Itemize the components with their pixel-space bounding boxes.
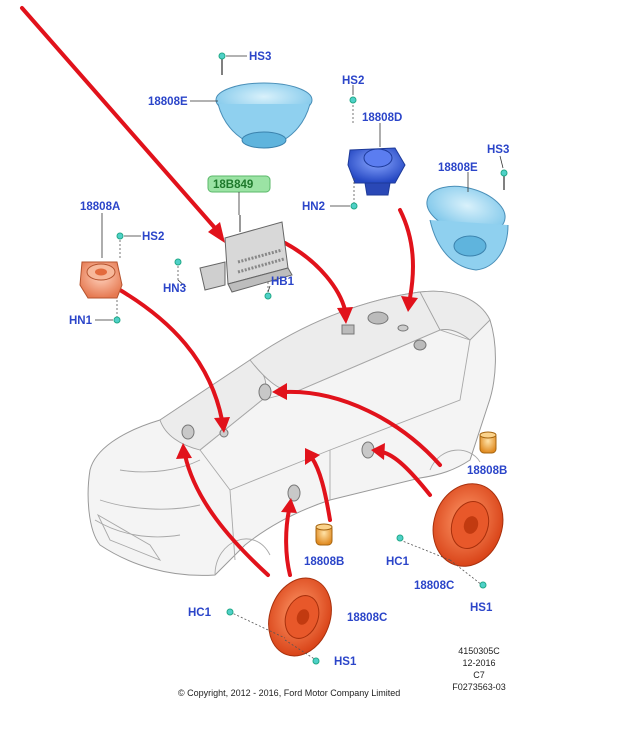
front-tweeter-mount	[181, 424, 195, 440]
speaker-18808e-right	[426, 185, 509, 271]
arrow-rear-door-to-pillar	[283, 389, 442, 467]
amplifier-18b849	[199, 175, 293, 293]
leader-lines	[95, 55, 504, 321]
label-hs3-right: HS3	[487, 144, 509, 156]
label-hs2-left: HS2	[142, 231, 164, 243]
clip-hc1-right	[396, 534, 451, 561]
location-arrows	[20, 6, 442, 577]
label-18808d: 18808D	[362, 112, 402, 124]
meta-line-1: 4150305C	[458, 646, 500, 656]
label-18808c-right: 18808C	[414, 580, 454, 592]
screw-hs3-right	[500, 169, 508, 190]
screw-hs1-right	[449, 559, 487, 589]
label-hb1: HB1	[271, 276, 295, 288]
rear-speaker-mount	[413, 339, 427, 351]
illustration-meta: 4150305C 12-2016 C7 F0273563-03	[452, 646, 506, 692]
speaker-18808b-right	[479, 431, 497, 454]
label-18808e-right: 18808E	[438, 162, 478, 174]
arrow-to-amplifier	[20, 6, 217, 230]
meta-line-2: 12-2016	[462, 658, 495, 668]
clip-hc1-bottom	[226, 608, 286, 639]
arrow-18808c-right-to-door	[380, 450, 432, 497]
nut-hn1	[113, 300, 121, 324]
label-hs1-right: HS1	[470, 602, 493, 614]
speaker-18808b-mid	[315, 523, 333, 546]
meta-line-3: C7	[473, 670, 485, 680]
speaker-18808a	[79, 261, 123, 299]
rear-deck-tweeter-mount	[397, 324, 409, 332]
label-hn3: HN3	[163, 283, 186, 295]
speaker-18808d	[347, 147, 406, 196]
label-18808a: 18808A	[80, 201, 120, 213]
copyright-notice: © Copyright, 2012 - 2016, Ford Motor Com…	[178, 688, 400, 698]
arrow-18808b-to-body	[310, 456, 332, 522]
screw-hs3-top	[218, 52, 226, 75]
front-door-speaker-mount	[287, 484, 301, 502]
meta-line-4: F0273563-03	[452, 682, 506, 692]
speaker-18808c-bottom	[268, 577, 332, 657]
label-hn2: HN2	[302, 201, 325, 213]
front-grille	[96, 513, 162, 561]
arrow-18808c-bottom-to-door	[284, 508, 292, 577]
label-18808b-right: 18808B	[467, 465, 507, 477]
rear-deck-speaker-mount	[367, 311, 389, 325]
arrow-18808c-bottom-to-tweeter	[183, 453, 270, 577]
rear-window	[419, 290, 491, 341]
speaker-18808e-top	[215, 82, 313, 149]
speaker-18808c-right	[432, 483, 504, 567]
label-18808c-bottom: 18808C	[347, 612, 387, 624]
nut-hn3	[174, 258, 182, 280]
label-18808b-mid: 18808B	[304, 556, 344, 568]
label-hs2-right: HS2	[342, 75, 364, 87]
arrow-18808a-to-body	[118, 288, 224, 422]
nut-hn2	[350, 178, 358, 210]
screw-hs2-left	[116, 232, 124, 258]
label-18808e-top: 18808E	[148, 96, 188, 108]
a-pillar-speaker-mount	[258, 383, 272, 401]
amplifier-mount	[341, 324, 355, 335]
label-hn1: HN1	[69, 315, 93, 327]
label-18b849: 18B849	[213, 179, 253, 191]
vehicle-body	[87, 290, 496, 576]
screw-hs2-right	[349, 96, 357, 125]
label-hs1-bottom: HS1	[334, 656, 357, 668]
arrow-amplifier-to-body	[283, 241, 347, 312]
label-hs3-top: HS3	[249, 51, 271, 63]
label-hc1-bottom: HC1	[188, 607, 212, 619]
screw-hs1-bottom	[284, 639, 320, 665]
bolt-hb1	[264, 282, 272, 300]
label-hc1-right: HC1	[386, 556, 410, 568]
arrow-18808d-to-body	[398, 208, 415, 300]
